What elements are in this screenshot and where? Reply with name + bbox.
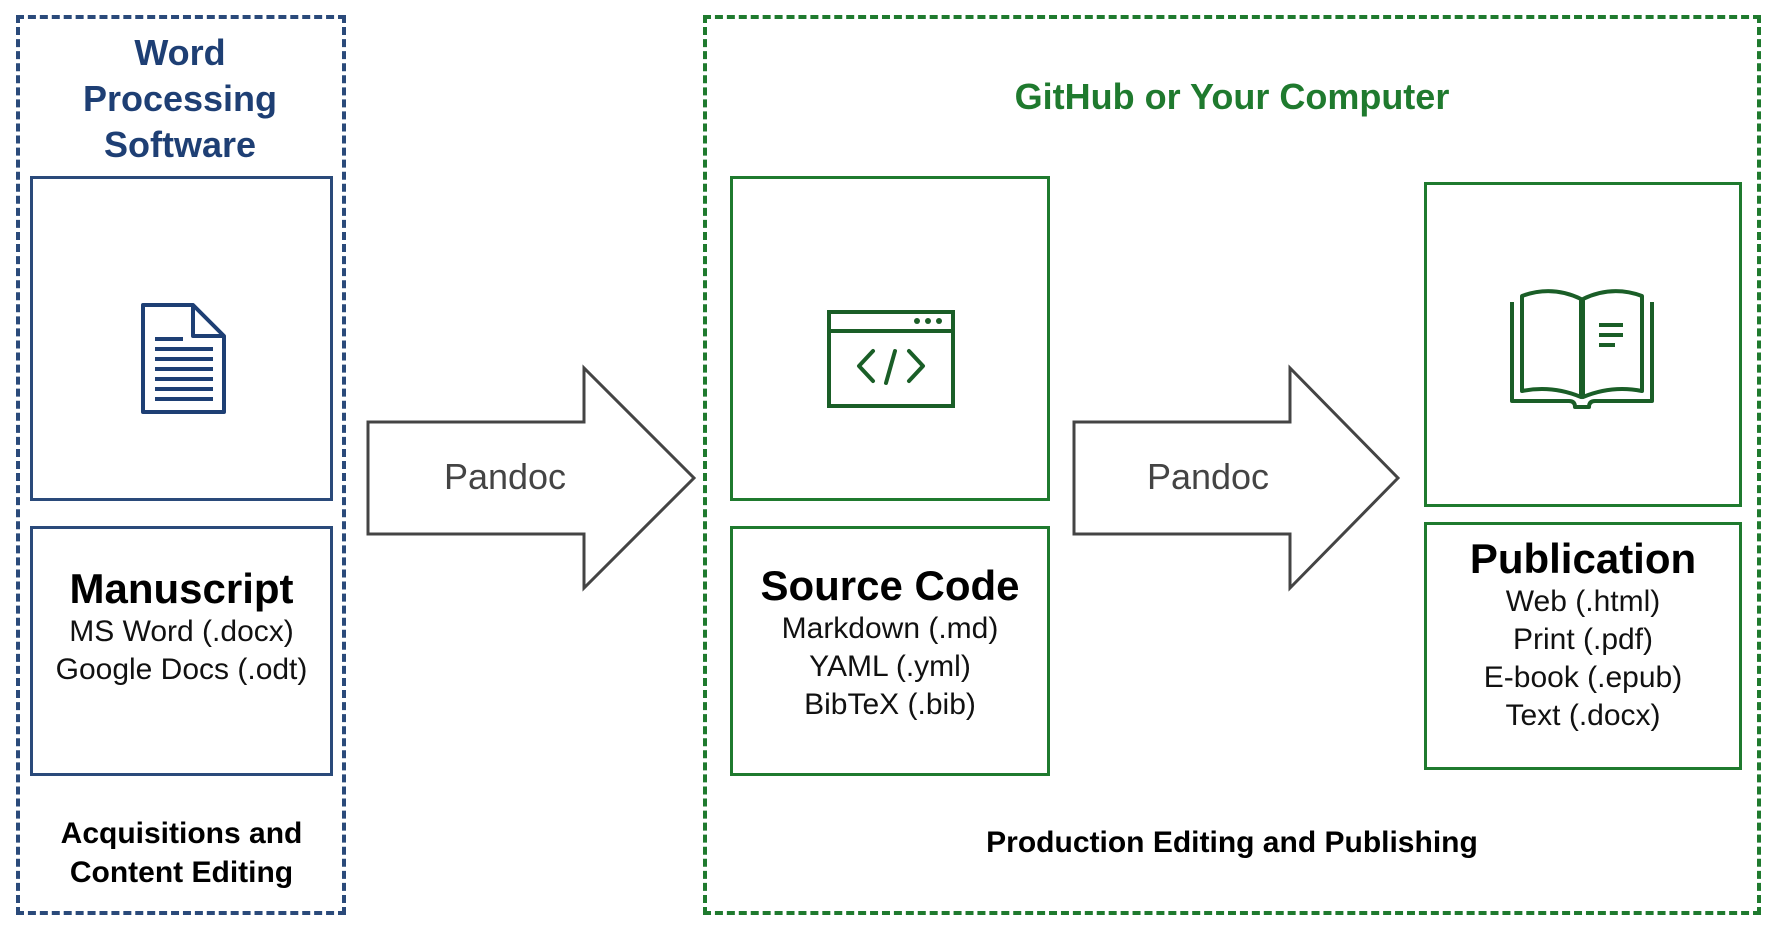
code-window-icon bbox=[827, 310, 955, 408]
source-format-2: YAML (.yml) bbox=[809, 650, 971, 683]
manuscript-format-1: MS Word (.docx) bbox=[69, 615, 294, 648]
pandoc-label-2: Pandoc bbox=[1146, 456, 1270, 497]
source-format-1: Markdown (.md) bbox=[781, 612, 999, 645]
title-line-2: Processing bbox=[82, 78, 278, 119]
manuscript-card: Manuscript MS Word (.docx) Google Docs (… bbox=[30, 526, 333, 776]
publication-format-3: E-book (.epub) bbox=[1483, 661, 1683, 694]
publication-icon-box bbox=[1424, 182, 1742, 507]
pandoc-arrow-1 bbox=[366, 364, 697, 592]
source-code-icon-box bbox=[730, 176, 1050, 501]
manuscript-format-2: Google Docs (.odt) bbox=[55, 653, 308, 686]
footer-line-2: Content Editing bbox=[69, 856, 294, 889]
github-computer-title: GitHub or Your Computer bbox=[1014, 76, 1450, 117]
source-code-card: Source Code Markdown (.md) YAML (.yml) B… bbox=[730, 526, 1050, 776]
publication-format-4: Text (.docx) bbox=[1505, 699, 1661, 732]
source-code-title: Source Code bbox=[760, 562, 1020, 609]
source-format-3: BibTeX (.bib) bbox=[804, 688, 976, 721]
pandoc-arrow-2 bbox=[1072, 364, 1401, 592]
title-line-1: Word bbox=[134, 32, 226, 73]
manuscript-title: Manuscript bbox=[69, 565, 294, 612]
manuscript-icon-box bbox=[30, 176, 333, 501]
word-processing-group bbox=[16, 15, 346, 915]
pandoc-label-1: Pandoc bbox=[443, 456, 567, 497]
production-footer: Production Editing and Publishing bbox=[986, 826, 1478, 859]
publication-format-1: Web (.html) bbox=[1505, 585, 1661, 618]
publication-title: Publication bbox=[1469, 535, 1697, 582]
publication-card: Publication Web (.html) Print (.pdf) E-b… bbox=[1424, 522, 1742, 770]
publication-format-2: Print (.pdf) bbox=[1512, 623, 1654, 656]
open-book-icon bbox=[1510, 289, 1654, 409]
title-line-3: Software bbox=[103, 124, 257, 165]
footer-line-1: Acquisitions and bbox=[60, 817, 303, 850]
github-computer-group bbox=[703, 15, 1761, 915]
word-processing-title: Word Processing Software bbox=[40, 30, 320, 168]
document-icon bbox=[141, 303, 226, 414]
acquisitions-footer: Acquisitions and Content Editing bbox=[30, 814, 333, 892]
